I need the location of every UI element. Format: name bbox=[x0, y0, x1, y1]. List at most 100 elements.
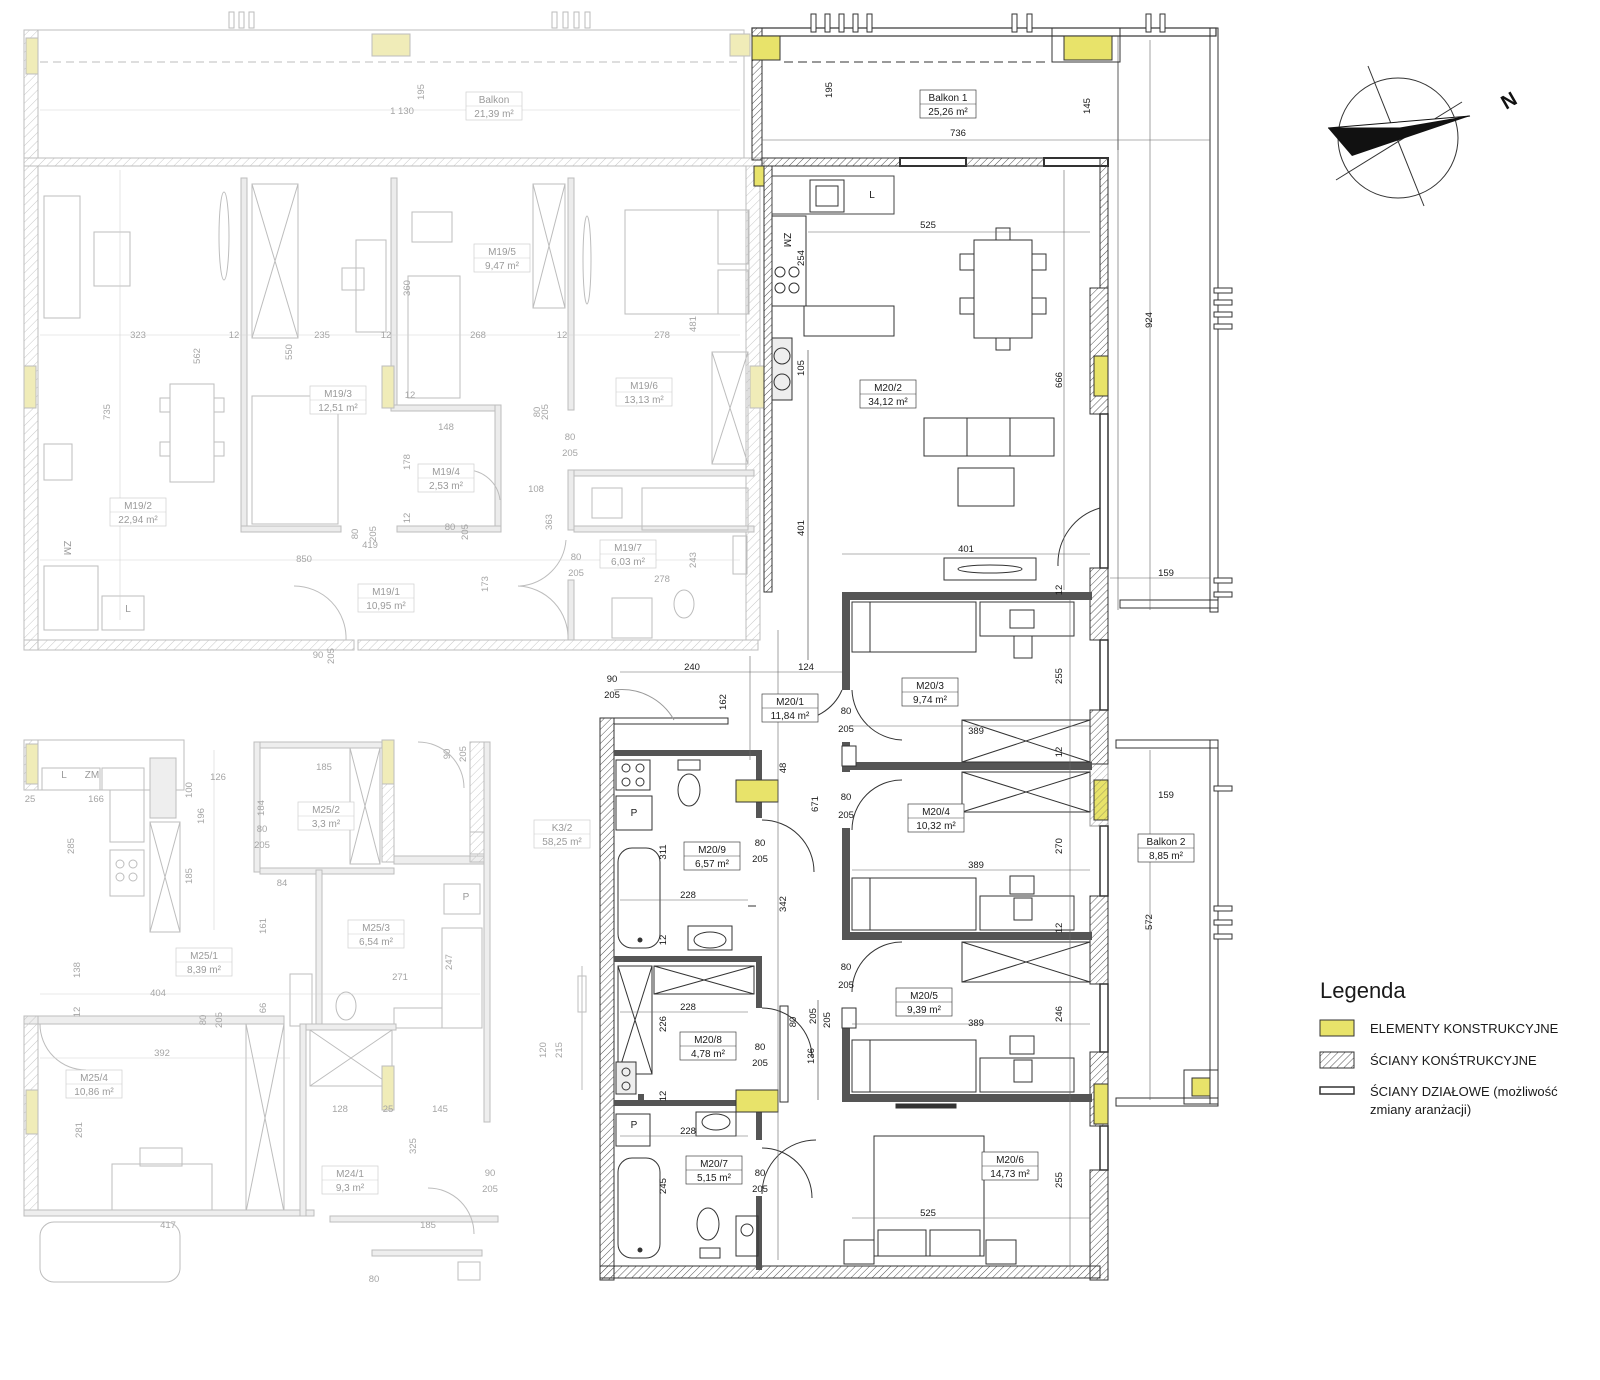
room-area: 9,39 m² bbox=[907, 1005, 942, 1016]
fixture-label: ZM bbox=[781, 233, 792, 247]
dimension-value: 100 bbox=[184, 782, 195, 798]
compass-rose: N bbox=[1327, 65, 1521, 207]
dimension-value: 271 bbox=[392, 972, 408, 983]
room-label-m25-3: M25/36,54 m² bbox=[347, 919, 405, 949]
dimension-value: 666 bbox=[1054, 372, 1065, 388]
dimension-value: 278 bbox=[654, 330, 670, 341]
dimension-value: 108 bbox=[528, 484, 544, 495]
legend-swatch-structural-walls bbox=[1319, 1051, 1355, 1069]
dimension-value: 419 bbox=[362, 540, 378, 551]
dimension-value: 270 bbox=[1054, 838, 1065, 854]
room-area: 9,74 m² bbox=[913, 695, 948, 706]
room-area: 10,95 m² bbox=[366, 601, 406, 612]
dimension-value: 80 bbox=[445, 522, 456, 533]
dimension-value: 12 bbox=[557, 330, 568, 341]
dimension-value: 105 bbox=[796, 360, 807, 376]
room-name: M19/7 bbox=[614, 543, 642, 554]
dimension-value: 90 bbox=[313, 650, 324, 661]
room-name: K3/2 bbox=[552, 823, 573, 834]
dimension-value: 360 bbox=[402, 280, 413, 296]
room-name: Balkon 1 bbox=[929, 93, 968, 104]
dimension-value: 25 bbox=[25, 794, 36, 805]
dimension-value: 285 bbox=[66, 838, 77, 854]
room-name: M20/5 bbox=[910, 991, 938, 1002]
dimension-value: 389 bbox=[968, 726, 984, 737]
room-label-m20-7: M20/75,15 m² bbox=[685, 1155, 743, 1185]
dimension-value: 550 bbox=[284, 344, 295, 360]
dimension-value: 159 bbox=[1158, 568, 1174, 579]
dimension-value: 417 bbox=[160, 1220, 176, 1231]
dimension-value: 145 bbox=[432, 1104, 448, 1115]
dimension-value: 185 bbox=[316, 762, 332, 773]
room-label-m20-3: M20/3 9,74 m² bbox=[901, 677, 959, 707]
room-area: 25,26 m² bbox=[928, 107, 968, 118]
room-name: Balkon 2 bbox=[1147, 837, 1186, 848]
room-area: 8,85 m² bbox=[1149, 851, 1184, 862]
room-label-m19-5: M19/59,47 m² bbox=[473, 243, 531, 273]
dimension-value: 166 bbox=[88, 794, 104, 805]
room-area: 9,3 m² bbox=[336, 1183, 365, 1194]
dimension-value: 205 bbox=[752, 854, 768, 865]
dimension-value: 12 bbox=[1054, 747, 1065, 758]
fixture-label: ZM bbox=[61, 541, 72, 555]
fixture-label: ZM bbox=[85, 770, 99, 781]
dimension-value: 80 bbox=[571, 552, 582, 563]
fixture-label: P bbox=[463, 892, 470, 903]
dimension-value: 205 bbox=[482, 1184, 498, 1195]
dimension-value: 240 bbox=[684, 662, 700, 673]
dimension-value: 185 bbox=[184, 868, 195, 884]
legend-swatch-structural-elements bbox=[1319, 1019, 1355, 1037]
dimension-value: 80 bbox=[755, 1168, 766, 1179]
dimension-value: 205 bbox=[822, 1012, 833, 1028]
dimension-value: 136 bbox=[806, 1048, 817, 1064]
dimension-value: 215 bbox=[554, 1042, 565, 1058]
dimension-value: 12 bbox=[402, 513, 413, 524]
dimension-value: 195 bbox=[416, 84, 427, 100]
dimension-value: 80 bbox=[788, 1017, 799, 1028]
dimension-value: 161 bbox=[258, 918, 269, 934]
dimension-value: 246 bbox=[1054, 1006, 1065, 1022]
room-label-m25-4: M25/410,86 m² bbox=[65, 1069, 123, 1099]
dimension-value: 12 bbox=[1054, 923, 1065, 934]
dimension-value: 80 bbox=[755, 838, 766, 849]
room-name: Balkon bbox=[479, 95, 510, 106]
dimension-value: 401 bbox=[958, 544, 974, 555]
dimension-value: 389 bbox=[968, 1018, 984, 1029]
dimension-value: 205 bbox=[458, 746, 469, 762]
room-area: 11,84 m² bbox=[771, 711, 810, 722]
dimension-value: 389 bbox=[968, 860, 984, 871]
dimension-value: 404 bbox=[150, 988, 166, 999]
room-label-m19-1: M19/110,95 m² bbox=[357, 583, 415, 613]
room-name: M20/6 bbox=[996, 1155, 1024, 1166]
dimension-value: 281 bbox=[74, 1122, 85, 1138]
room-area: 5,15 m² bbox=[697, 1173, 732, 1184]
dimension-value: 205 bbox=[254, 840, 270, 851]
legend: Legenda ELEMENTY KONSTRUKCYJNE ŚCIANY KO… bbox=[1319, 978, 1559, 1117]
room-label-m20-8: M20/84,78 m² bbox=[679, 1031, 737, 1061]
dimension-value: 342 bbox=[778, 896, 789, 912]
room-label-m25-2: M25/23,3 m² bbox=[297, 801, 355, 831]
room-area: 10,32 m² bbox=[916, 821, 956, 832]
room-area: 8,39 m² bbox=[187, 965, 222, 976]
room-area: 22,94 m² bbox=[118, 515, 158, 526]
dimension-value: 243 bbox=[688, 552, 699, 568]
room-label-m19-4: M19/42,53 m² bbox=[417, 463, 475, 493]
legend-label-structural-walls: ŚCIANY KONŚTRUKCYJNE bbox=[1370, 1053, 1537, 1068]
room-label-m20-4: M20/410,32 m² bbox=[907, 803, 965, 833]
dimension-value: 80 bbox=[565, 432, 576, 443]
dimension-value: 205 bbox=[562, 448, 578, 459]
balcony-railing-posts bbox=[810, 13, 1233, 598]
fixture-label: L bbox=[125, 604, 131, 615]
room-label-m19-7: M19/76,03 m² bbox=[599, 539, 657, 569]
room-label-m24-1: M24/19,3 m² bbox=[321, 1165, 379, 1195]
dimension-value: 572 bbox=[1144, 914, 1155, 930]
dimension-value: 48 bbox=[778, 763, 789, 774]
dimension-value: 363 bbox=[544, 514, 555, 530]
dimension-value: 12 bbox=[658, 935, 669, 946]
dimension-value: 268 bbox=[470, 330, 486, 341]
room-name: M20/9 bbox=[698, 845, 726, 856]
dimension-value: 1 130 bbox=[390, 106, 414, 117]
dimension-value: 12 bbox=[405, 390, 416, 401]
room-name: M20/3 bbox=[916, 681, 944, 692]
